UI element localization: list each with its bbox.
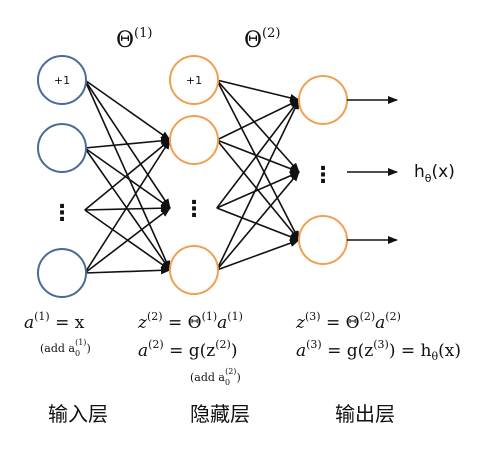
output-ellipsis: ⋮ [312, 163, 334, 188]
output-formula-2: a(3) = g(z(3)) = hθ(x) [296, 338, 461, 363]
layer2-edge-1-1 [216, 139, 300, 173]
layer2-edge-0-2 [216, 79, 300, 241]
layer2-edge-3-1 [216, 171, 300, 271]
hidden-bias-label: +1 [186, 74, 202, 87]
hidden-ellipsis: ⋮ [183, 197, 205, 222]
layer1-edge-0-0 [84, 79, 171, 141]
layer1-edge-2-1 [84, 204, 171, 213]
input-layer-caption: 输入层 [48, 402, 108, 426]
hidden-node-1 [169, 115, 219, 165]
hidden-formula-2: a(2) = g(z(2)) [138, 338, 238, 361]
layer2-edge-2-1 [216, 171, 300, 209]
hypothesis-label: hθ(x) [414, 162, 455, 185]
output-node-n [298, 215, 348, 265]
layer2-edge-0-1 [216, 79, 300, 173]
input-ellipsis: ⋮ [51, 201, 73, 226]
input-node-1 [37, 123, 87, 173]
input-formula-2: (add a0(1)) [40, 338, 91, 358]
layer1-edge-1-0 [84, 136, 171, 149]
layer2-edge-2-0 [216, 99, 300, 209]
output-formula-1: z(3) = Θ(2)a(2) [295, 310, 401, 333]
input-bias-node [37, 55, 87, 105]
connection-edges [84, 79, 300, 275]
layer2-edge-1-0 [216, 99, 300, 141]
layer1-edge-3-2 [84, 266, 171, 275]
layer2-edge-2-2 [216, 207, 300, 241]
input-bias-label: +1 [54, 74, 70, 87]
output-node-1 [298, 75, 348, 125]
layer2-edge-3-2 [216, 239, 300, 271]
hidden-node-n [169, 245, 219, 295]
output-layer-caption: 输出层 [335, 402, 395, 426]
layer2-edge-3-0 [216, 99, 300, 271]
layer1-edge-3-1 [84, 207, 171, 274]
layer2-edge-0-0 [216, 79, 300, 102]
theta2-label: Θ(2) [244, 26, 280, 53]
layer1-edge-3-0 [84, 139, 171, 274]
layer1-edge-1-1 [84, 147, 171, 209]
hidden-bias-node [169, 55, 219, 105]
layer1-edge-2-0 [84, 139, 171, 211]
theta1-label: Θ(1) [116, 26, 152, 53]
hidden-layer-caption: 隐藏层 [190, 402, 250, 426]
input-node-n [37, 248, 87, 298]
hidden-formula-1: z(2) = Θ(1)a(1) [137, 310, 243, 333]
input-formula-1: a(1) = x [24, 310, 85, 333]
hidden-formula-3: (add a0(2)) [190, 367, 241, 387]
